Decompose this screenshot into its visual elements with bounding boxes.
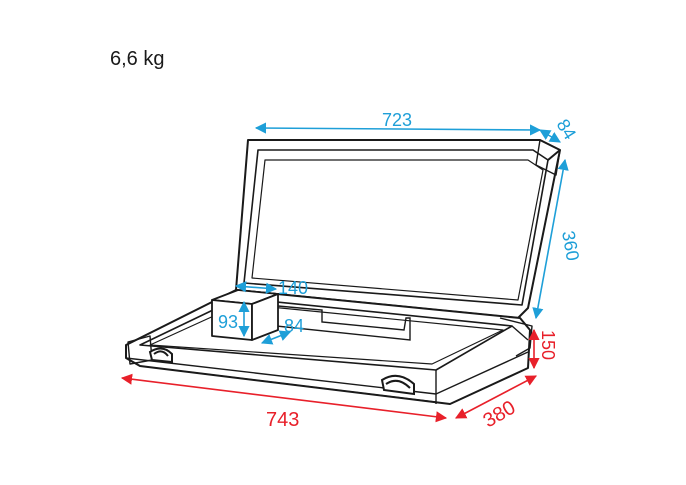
dim-line-outer-depth: [455, 375, 537, 419]
label-compartment-width: 140: [278, 278, 308, 298]
dim-line-compartment-depth: [260, 330, 292, 345]
dimension-lines: [120, 122, 569, 423]
label-lid-width: 723: [382, 110, 412, 130]
label-lid-height: 360: [558, 229, 583, 262]
dim-line-lid-width: [254, 122, 542, 136]
label-outer-length: 743: [266, 409, 299, 431]
label-base-height: 150: [538, 330, 558, 360]
dim-line-compartment-width: [234, 281, 278, 294]
dim-line-lid-height: [532, 158, 569, 320]
weight-label: 6,6 kg: [110, 48, 165, 70]
inner-panel: [275, 305, 411, 341]
dim-line-outer-length: [120, 373, 448, 423]
dim-line-lid-depth: [539, 129, 561, 143]
label-compartment-depth: 84: [284, 316, 304, 336]
label-compartment-height: 93: [218, 312, 238, 332]
label-lid-depth: 84: [553, 116, 581, 144]
